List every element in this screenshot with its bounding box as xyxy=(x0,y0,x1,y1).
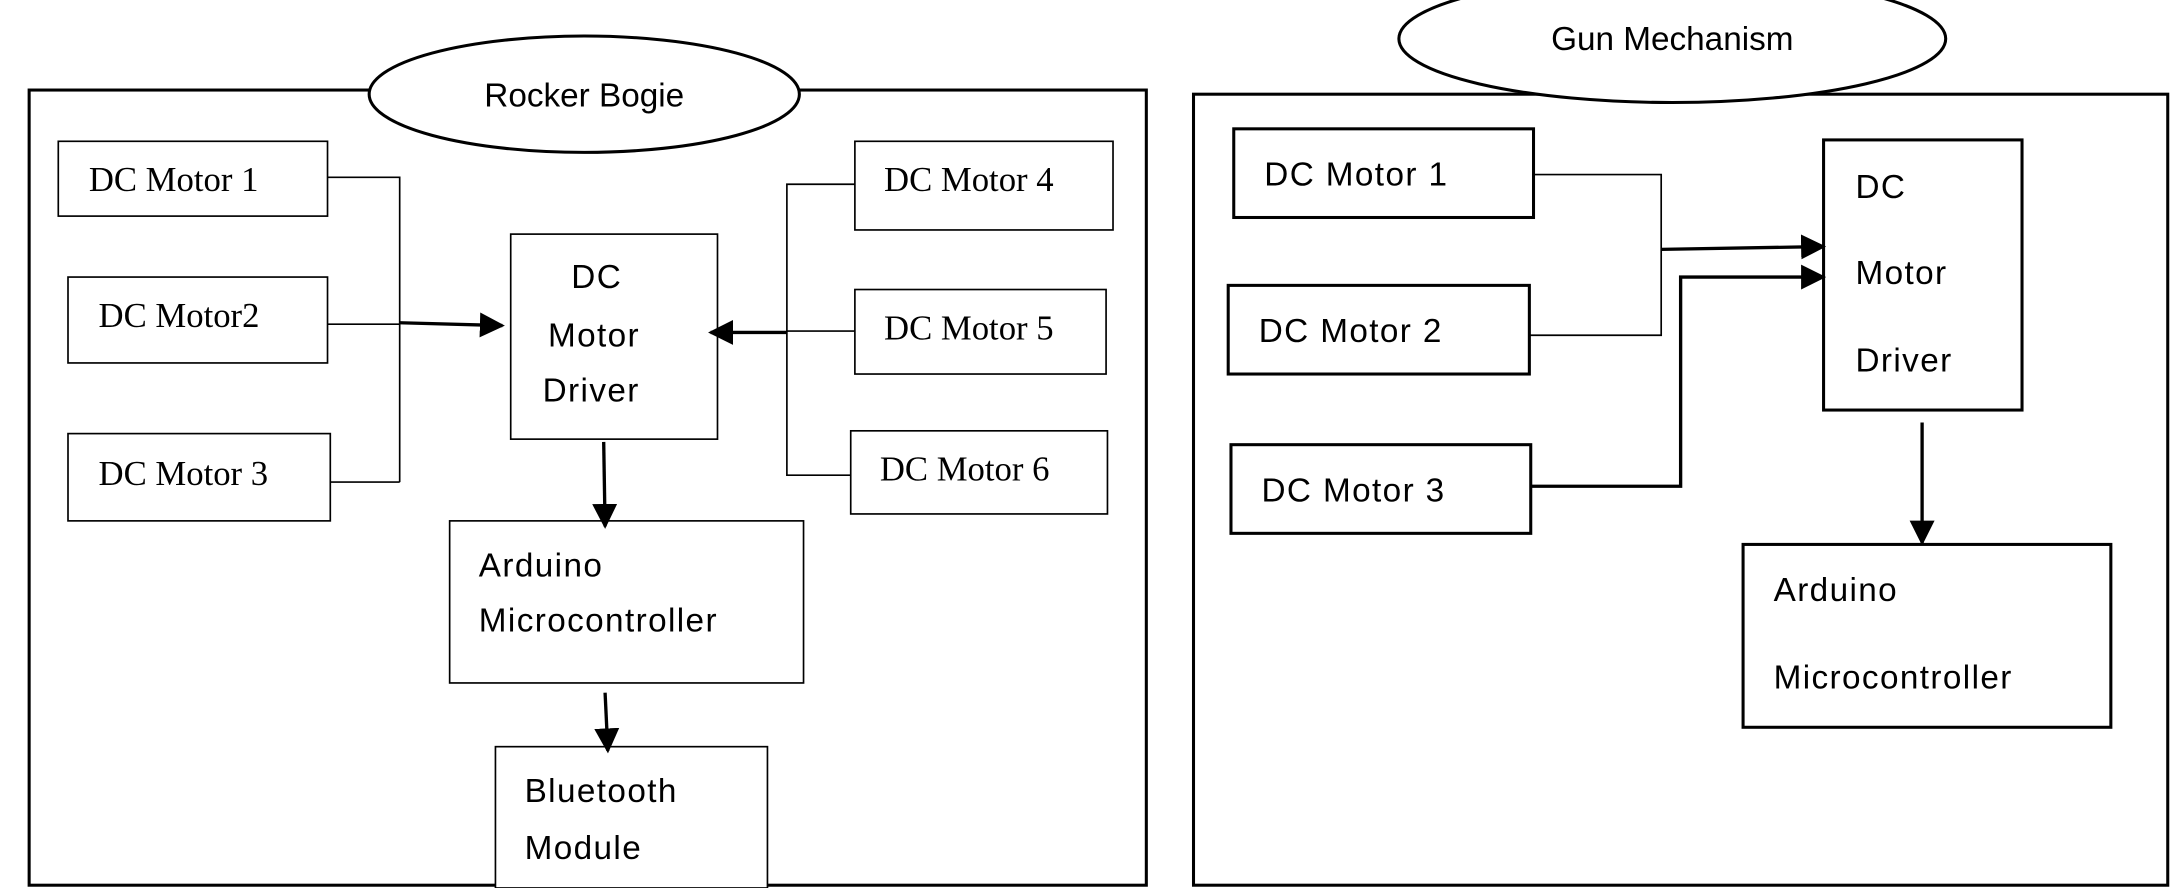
rb-driver-to-arduino-arrow xyxy=(592,441,618,529)
rb-driver-line-1: DC xyxy=(571,259,622,296)
gm-driver-line-2: Motor xyxy=(1855,255,1947,292)
rb-left-to-driver-arrow xyxy=(399,312,505,338)
gm-motor-3-box xyxy=(1229,443,1533,535)
gm-motor-1-label: DC Motor 1 xyxy=(1264,157,1448,194)
rb-motor-4-box xyxy=(854,140,1114,231)
gun-mechanism-title: Gun Mechanism xyxy=(1551,21,1793,58)
rb-motor-6-box xyxy=(849,429,1109,515)
rb-motor-4-label: DC Motor 4 xyxy=(884,161,1054,199)
gm-motor-1-2-bus-wire xyxy=(1529,173,1663,337)
rb-right-bus-wire xyxy=(786,183,855,476)
rocker-bogie-panel: Rocker Bogie DC Motor 1 DC Motor2 DC Mot… xyxy=(27,34,1148,888)
rb-motor-driver-box xyxy=(509,233,719,440)
rb-bluetooth-line-1: Bluetooth xyxy=(525,773,678,810)
rocker-bogie-title-ellipse xyxy=(367,34,801,154)
rb-motor-2-box xyxy=(67,276,329,364)
rb-motor-3-label: DC Motor 3 xyxy=(99,455,269,493)
gun-mechanism-panel: Gun Mechanism DC Motor 1 DC Motor 2 DC M… xyxy=(1191,0,2170,887)
rb-motor-1-box xyxy=(57,140,329,217)
rb-motor-5-label: DC Motor 5 xyxy=(884,309,1054,347)
rb-driver-line-2: Motor xyxy=(548,317,640,354)
gm-arduino-line-1: Arduino xyxy=(1774,572,1898,609)
rb-motor-5-box xyxy=(854,288,1107,375)
rb-motor-2-label: DC Motor2 xyxy=(99,297,260,335)
gm-driver-line-3: Driver xyxy=(1855,342,1952,379)
gm-arduino-line-2: Microcontroller xyxy=(1774,660,2013,697)
gm-motor-driver-box xyxy=(1822,138,2024,412)
rb-arduino-box xyxy=(448,520,805,684)
gun-mechanism-title-ellipse xyxy=(1397,0,1948,105)
rb-driver-line-3: Driver xyxy=(543,373,640,410)
gm-motor-1-box xyxy=(1232,127,1536,220)
rb-arduino-to-bluetooth-arrow xyxy=(594,692,620,754)
rocker-bogie-title: Rocker Bogie xyxy=(484,78,684,115)
gm-driver-line-1: DC xyxy=(1855,169,1906,206)
rb-arduino-line-1: Arduino xyxy=(479,547,603,584)
gm-motor-3-to-driver-arrow xyxy=(1530,264,1827,488)
gm-bus-to-driver-arrow xyxy=(1661,234,1827,260)
rb-bluetooth-line-2: Module xyxy=(525,830,643,867)
rb-bluetooth-box xyxy=(494,745,769,888)
rb-motor-6-label: DC Motor 6 xyxy=(880,451,1050,489)
rb-left-bus-wire xyxy=(327,176,401,483)
rb-arduino-line-2: Microcontroller xyxy=(479,603,718,640)
gm-motor-2-label: DC Motor 2 xyxy=(1259,313,1443,350)
gm-arduino-box xyxy=(1741,542,2113,729)
gm-motor-2-box xyxy=(1226,283,1531,376)
gm-motor-3-label: DC Motor 3 xyxy=(1262,473,1446,510)
rb-motor-1-label: DC Motor 1 xyxy=(89,161,259,199)
rb-motor-3-box xyxy=(67,432,332,522)
